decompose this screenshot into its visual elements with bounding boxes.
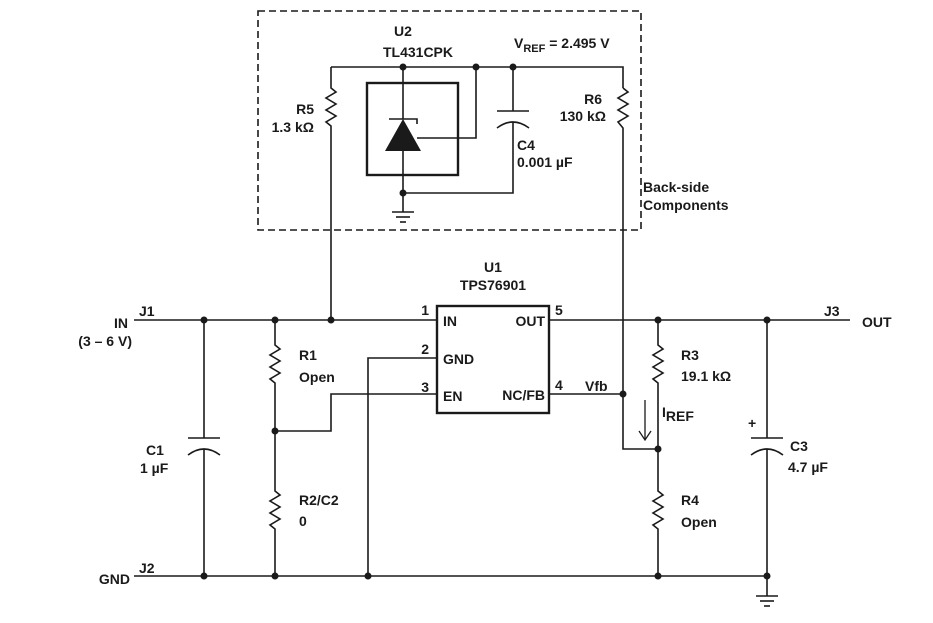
c4-ref-label: C4 (517, 137, 535, 153)
vref-label: VREF = 2.495 V (514, 35, 610, 55)
c3-value-label: 4.7 µF (788, 459, 828, 475)
r3-value-label: 19.1 kΩ (681, 368, 731, 384)
r2-value-label: 0 (299, 513, 307, 529)
pin3-name: EN (443, 388, 462, 404)
out-label: OUT (862, 314, 892, 330)
u2-ref-label: U2 (394, 23, 412, 39)
c1-ref-label: C1 (146, 442, 164, 458)
vfb-label: Vfb (585, 378, 608, 394)
pin2-name: GND (443, 351, 474, 367)
ground-symbol (756, 576, 778, 607)
en-pin-wire (275, 393, 437, 432)
r5-ref-label: R5 (296, 101, 314, 117)
in-connector-label: J1 (139, 303, 155, 319)
gnd-pin-wire (367, 357, 437, 576)
vref-value: = 2.495 V (545, 35, 610, 51)
u2-part-label: TL431CPK (383, 44, 453, 60)
gnd-connector-label: J2 (139, 560, 155, 576)
backside-note-line2: Components (643, 197, 729, 213)
pin1-name: IN (443, 313, 457, 329)
r1-ref-label: R1 (299, 347, 317, 363)
r6-ref-label: R6 (584, 91, 602, 107)
backside-components-box (257, 10, 642, 231)
pin2-number: 2 (421, 341, 429, 357)
r4-value-label: Open (681, 514, 717, 530)
u2-shunt-reference (365, 67, 477, 223)
iref-label: IREF (662, 404, 694, 424)
vref-node-wire (331, 66, 624, 88)
pin1-number: 1 (421, 302, 429, 318)
iref-arrow-icon (638, 400, 652, 442)
r1-resistor (268, 320, 282, 431)
vref-subscript: REF (523, 43, 545, 55)
r4-ref-label: R4 (681, 492, 699, 508)
r6-value-label: 130 kΩ (560, 108, 606, 124)
r5-value-label: 1.3 kΩ (272, 119, 314, 135)
c3-capacitor (750, 320, 784, 576)
r3-resistor (651, 320, 665, 449)
iref-subscript: REF (666, 408, 694, 424)
u1-part-label: TPS76901 (460, 277, 526, 293)
c4-capacitor (403, 67, 530, 194)
pin5-number: 5 (555, 302, 563, 318)
in-range-label: (3 – 6 V) (78, 333, 132, 349)
u1-ref-label: U1 (484, 259, 502, 275)
r1-value-label: Open (299, 369, 335, 385)
backside-note-line1: Back-side (643, 179, 709, 195)
r3-ref-label: R3 (681, 347, 699, 363)
c3-polarity-label: + (748, 415, 756, 431)
out-connector-label: J3 (824, 303, 840, 319)
r2-resistor (268, 431, 282, 576)
pin3-number: 3 (421, 379, 429, 395)
junction-dot (327, 316, 335, 324)
r4-resistor (651, 449, 665, 576)
u1-regulator-body (435, 304, 551, 415)
r6-resistor (616, 87, 658, 450)
r5-resistor (324, 67, 338, 320)
c1-value-label: 1 µF (140, 460, 169, 476)
in-label: IN (114, 315, 128, 331)
gnd-label: GND (99, 571, 130, 587)
pin5-name: OUT (515, 313, 545, 329)
c4-value-label: 0.001 µF (517, 154, 573, 170)
pin4-number: 4 (555, 377, 563, 393)
c1-capacitor (187, 320, 221, 576)
pin4-name: NC/FB (502, 387, 545, 403)
r2-ref-label: R2/C2 (299, 492, 339, 508)
c3-ref-label: C3 (790, 438, 808, 454)
